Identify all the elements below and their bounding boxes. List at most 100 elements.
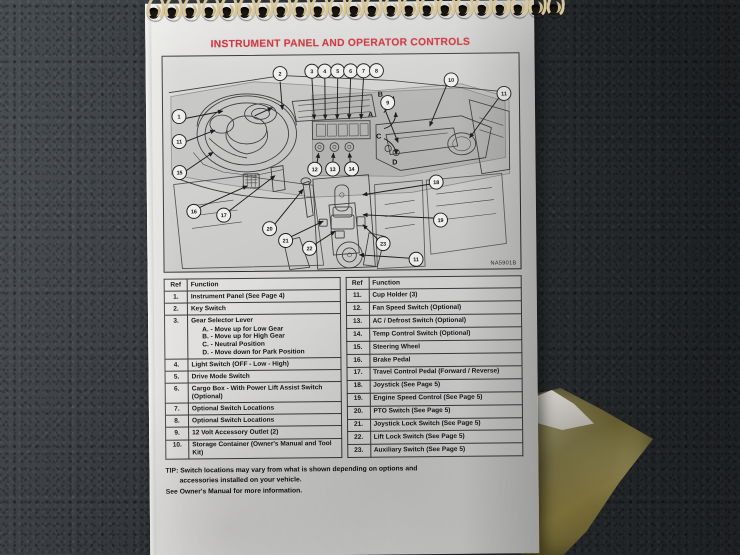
spiral-coil — [545, 0, 567, 19]
callout-17: 17 — [216, 207, 232, 223]
callout-22: 22 — [302, 240, 317, 256]
spiral-coil — [491, 0, 513, 20]
row-ref: 5. — [165, 371, 189, 384]
binding-wire — [181, 0, 203, 22]
svg-text:8: 8 — [375, 69, 378, 75]
row-ref: 18. — [346, 379, 370, 394]
binding-wire — [291, 0, 312, 21]
row-ref: 14. — [346, 328, 370, 342]
svg-text:2: 2 — [279, 72, 282, 78]
row-ref: 23. — [347, 444, 371, 458]
diagram-linework: .ln { fill:none; stroke:#3b3b3b; stroke-… — [168, 63, 512, 270]
binding-wire — [527, 0, 549, 19]
callout-4: 4 — [317, 63, 333, 79]
svg-text:13: 13 — [330, 167, 336, 173]
table-left: Ref Function 1.Instrument Panel (See Pag… — [163, 277, 342, 461]
spiral-coil — [218, 0, 240, 22]
svg-text:12: 12 — [312, 167, 318, 173]
spiral-coil — [181, 0, 203, 23]
spiral-coil — [291, 0, 312, 22]
svg-text:11: 11 — [176, 140, 182, 146]
spiral-coil — [473, 0, 494, 20]
spiral-coil — [163, 0, 185, 23]
spiral-coil — [509, 0, 531, 20]
svg-text:D: D — [392, 158, 397, 166]
callout-14: 14 — [344, 161, 359, 177]
header-ref: Ref — [164, 278, 188, 292]
binding-wire — [363, 0, 385, 20]
callout-13: 13 — [325, 161, 341, 177]
binding-wire — [400, 0, 422, 20]
row-ref: 19. — [346, 392, 370, 407]
binding-wire — [491, 0, 513, 19]
row-ref: 12. — [345, 302, 370, 316]
svg-text:A: A — [368, 111, 373, 119]
diagram-code: NA5901B — [490, 260, 517, 267]
binding-wire — [418, 0, 440, 20]
spiral-coil — [363, 0, 385, 21]
spiral-coil — [382, 0, 403, 21]
callout-9: 9 — [380, 95, 396, 111]
callout-11c: 11 — [408, 251, 424, 267]
table-row: 6.Cargo Box - With Power Lift Assist Swi… — [165, 381, 341, 404]
row-function: Auxiliary Switch (See Page 5) — [370, 443, 523, 458]
spiral-coil — [454, 0, 476, 20]
spiral-coil — [327, 0, 349, 21]
row-function: Storage Container (Owner's Manual and To… — [188, 438, 342, 460]
row-ref: 10. — [165, 439, 189, 460]
svg-text:21: 21 — [283, 238, 289, 244]
row-ref: 22. — [347, 431, 371, 445]
svg-text:15: 15 — [177, 171, 183, 177]
svg-text:20: 20 — [267, 227, 273, 233]
spiral-coil — [272, 0, 294, 22]
binding-wire — [382, 0, 403, 20]
binding-wire — [309, 0, 331, 21]
binding-wire — [436, 0, 458, 20]
tip-line1: Switch locations may vary from what is s… — [180, 465, 418, 475]
callout-23: 23 — [375, 236, 391, 252]
binding-wire — [545, 0, 567, 19]
svg-text:22: 22 — [307, 246, 313, 252]
spiral-coil — [200, 0, 221, 22]
svg-text:11: 11 — [413, 257, 419, 263]
table-row: 23.Auxiliary Switch (See Page 5) — [347, 443, 523, 458]
row-ref: 1. — [164, 291, 188, 304]
spiral-coil — [418, 0, 440, 20]
binding-wire — [254, 0, 276, 21]
svg-text:4: 4 — [323, 69, 326, 75]
callout-5: 5 — [330, 63, 346, 79]
callout-7: 7 — [356, 63, 371, 79]
callout-6: 6 — [343, 63, 359, 79]
spiral-coil — [400, 0, 422, 21]
binding-wire — [236, 0, 258, 21]
spiral-coil — [309, 0, 331, 21]
callout-12: 12 — [307, 161, 323, 177]
spiral-coil — [236, 0, 258, 22]
row-ref: 16. — [346, 354, 370, 368]
binding-wire — [163, 0, 185, 22]
printed-content: INSTRUMENT PANEL AND OPERATOR CONTROLS .… — [161, 36, 524, 544]
spiral-coil — [254, 0, 276, 22]
callout-19: 19 — [433, 212, 448, 228]
callout-16: 16 — [186, 203, 202, 219]
callout-21: 21 — [278, 233, 294, 249]
binding-wire — [345, 0, 367, 20]
instrument-panel-diagram: .ln { fill:none; stroke:#3b3b3b; stroke-… — [161, 52, 522, 273]
row-ref: 15. — [346, 341, 370, 355]
binding-wire — [509, 0, 531, 19]
row-ref: 11. — [345, 289, 369, 303]
svg-text:10: 10 — [448, 78, 454, 84]
row-ref: 2. — [164, 303, 188, 316]
binding-wire — [200, 0, 221, 22]
svg-text:7: 7 — [362, 69, 365, 75]
svg-text:C: C — [376, 133, 381, 141]
callout-15: 15 — [172, 165, 187, 181]
binding-wire — [454, 0, 476, 19]
svg-text:1: 1 — [177, 115, 180, 121]
table-right-body: 11.Cup Holder (3)12.Fan Speed Switch (Op… — [345, 287, 523, 458]
binding-wire — [218, 0, 240, 22]
callout-11a: 11 — [171, 134, 187, 150]
row-ref: 6. — [165, 383, 189, 404]
table-row: 10.Storage Container (Owner's Manual and… — [165, 438, 342, 460]
